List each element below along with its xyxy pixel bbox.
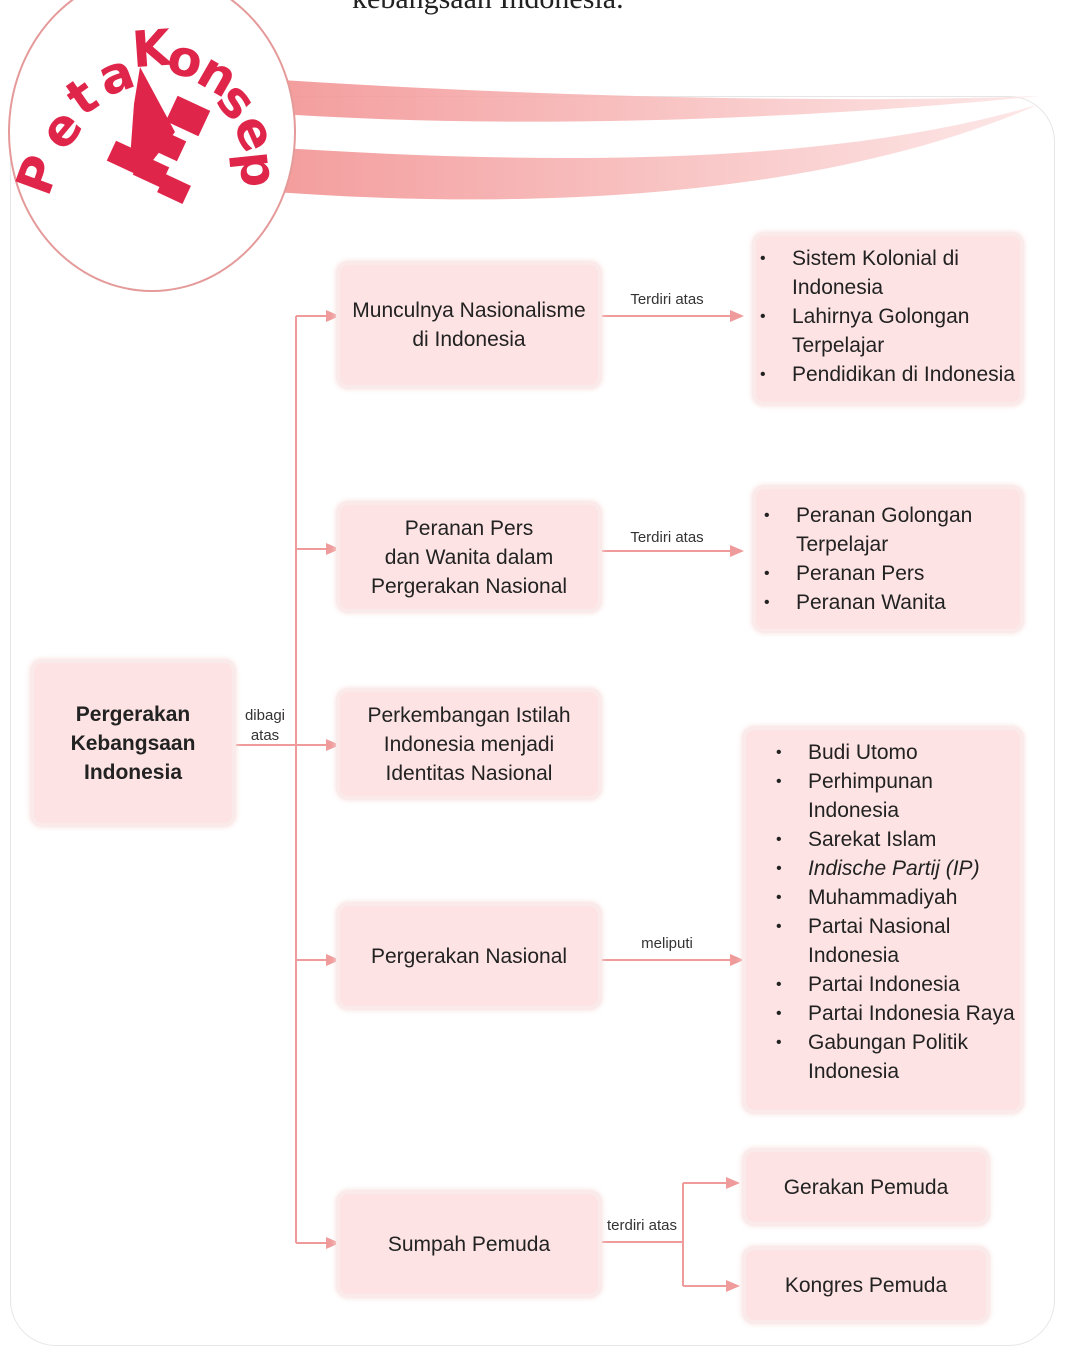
list-item: Budi Utomo [776, 738, 1016, 767]
list-item: Sistem Kolonial di Indonesia [760, 244, 1016, 302]
root-line: Kebangsaan [70, 731, 196, 755]
logo-mark-icon [106, 67, 211, 204]
page-header-text: kebangsaan Indonesia. [352, 0, 624, 16]
branch-node-istilah-indonesia: Perkembangan Istilah Indonesia menjadi I… [340, 692, 598, 796]
branch-node-pers-wanita: Peranan Pers dan Wanita dalam Pergerakan… [340, 505, 598, 609]
decor-swoosh [250, 78, 1040, 122]
list-item: Lahirnya Golongan Terpelajar [760, 302, 1016, 360]
sub-node-gerakan-pemuda: Gerakan Pemuda [746, 1152, 986, 1222]
root-line: Pergerakan [75, 702, 191, 726]
root-line: Indonesia [83, 760, 183, 784]
list-item: Partai Nasional Indonesia [776, 912, 1016, 970]
sub-node-kongres-pemuda: Kongres Pemuda [746, 1250, 986, 1320]
branch-node-sumpah-pemuda: Sumpah Pemuda [340, 1194, 598, 1294]
connector-label: terdiri atas [606, 1217, 678, 1234]
detail-list-nasionalisme: Sistem Kolonial di Indonesia Lahirnya Go… [756, 236, 1020, 402]
list-item: Indische Partij (IP) [776, 854, 1016, 883]
list-item: Peranan Golongan Terpelajar [764, 501, 1018, 559]
connector-label: Terdiri atas [630, 529, 704, 546]
decor-swoosh-2 [250, 104, 1040, 200]
detail-list-organisasi: Budi Utomo Perhimpunan Indonesia Sarekat… [746, 730, 1020, 1110]
logo-peta-konsep [8, 0, 296, 292]
branch-node-pergerakan-nasional: Pergerakan Nasional [340, 906, 598, 1006]
root-node: Pergerakan Kebangsaan Indonesia [34, 663, 232, 823]
list-item: Perhimpunan Indonesia [776, 767, 1016, 825]
connector-label: Terdiri atas [630, 291, 704, 308]
detail-list-pers-wanita: Peranan Golongan Terpelajar Peranan Pers… [756, 489, 1020, 629]
connector-label: meliputi [641, 935, 693, 952]
logo-letter: p [227, 148, 289, 190]
list-item: Muhammadiyah [776, 883, 1016, 912]
list-item: Peranan Pers [764, 559, 1018, 588]
list-item: Pendidikan di Indonesia [760, 360, 1016, 389]
connector-label-dibagi: dibagi atas [244, 707, 286, 744]
list-item: Gabungan Politik Indonesia [776, 1028, 1016, 1086]
list-item: Partai Indonesia Raya [776, 999, 1016, 1028]
list-item: Peranan Wanita [764, 588, 1018, 617]
list-item: Sarekat Islam [776, 825, 1016, 854]
branch-node-nasionalisme: Munculnya Nasionalisme di Indonesia [340, 265, 598, 385]
list-item: Partai Indonesia [776, 970, 1016, 999]
